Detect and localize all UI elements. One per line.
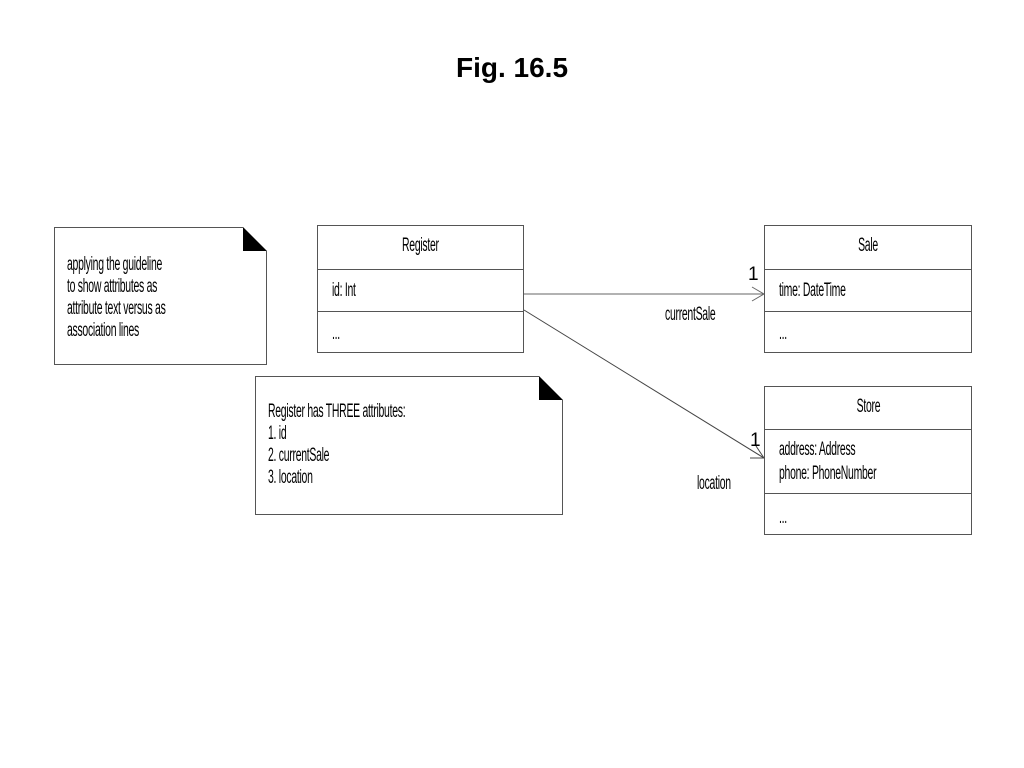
figure-title: Fig. 16.5 (455, 52, 569, 83)
current-sale-multiplicity: 1 (748, 264, 759, 285)
location-association-line (523, 309, 765, 459)
operations-section: ... (765, 311, 971, 352)
current-sale-role-label: currentSale (665, 304, 716, 325)
attributes-section: time: DateTime (765, 269, 971, 311)
operations-section: ... (765, 493, 971, 534)
register-attributes-note: Register has THREE attributes: 1. id 2. … (255, 376, 563, 515)
operations: ... (779, 507, 787, 528)
class-store: Store address: Address phone: PhoneNumbe… (764, 386, 972, 535)
attribute: id: Int (332, 280, 356, 301)
note-line: attribute text versus as (67, 298, 166, 319)
class-name-section: Store (765, 387, 971, 429)
guideline-note: applying the guideline to show attribute… (54, 227, 267, 365)
class-name-section: Register (318, 226, 523, 269)
operations-section: ... (318, 311, 523, 352)
note-line: to show attributes as (67, 276, 158, 297)
note-line: 1. id (268, 423, 287, 444)
note-fold-icon (243, 227, 267, 251)
note-line: applying the guideline (67, 254, 163, 275)
note-line: 3. location (268, 467, 313, 488)
attributes-section: address: Address phone: PhoneNumber (765, 429, 971, 493)
note-line: Register has THREE attributes: (268, 401, 406, 422)
attribute: address: Address (779, 439, 856, 460)
class-name: Store (856, 396, 880, 417)
class-name: Register (402, 235, 439, 256)
class-name: Sale (858, 235, 878, 256)
note-line: association lines (67, 320, 140, 341)
note-fold-icon (539, 376, 563, 400)
operations: ... (779, 323, 787, 344)
class-register: Register id: Int ... (317, 225, 524, 353)
class-sale: Sale time: DateTime ... (764, 225, 972, 353)
class-name-section: Sale (765, 226, 971, 269)
attribute: time: DateTime (779, 280, 846, 301)
attribute: phone: PhoneNumber (779, 463, 877, 484)
note-line: 2. currentSale (268, 445, 330, 466)
location-role-label: location (697, 473, 731, 494)
operations: ... (332, 323, 340, 344)
attributes-section: id: Int (318, 269, 523, 311)
location-multiplicity: 1 (750, 430, 761, 451)
